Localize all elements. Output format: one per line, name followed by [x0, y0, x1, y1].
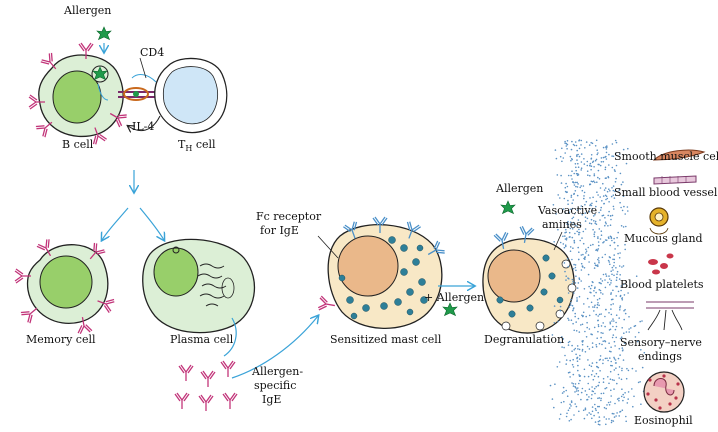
label-fc-receptor-1: Fc receptor	[256, 210, 322, 223]
label-sensory-1: Sensory–nerve	[620, 336, 702, 349]
b-cell	[28, 42, 129, 146]
th-cell	[154, 57, 228, 134]
label-allergen-specific-2: specific	[254, 379, 297, 392]
label-allergen-specific-1: Allergen-	[252, 365, 304, 378]
label-memory-cell: Memory cell	[26, 333, 96, 346]
label-small-vessel: Small blood vessel	[614, 186, 718, 199]
label-blood-platelets: Blood platelets	[620, 278, 704, 291]
label-th-cell: TH cell	[178, 138, 216, 154]
allergen-specific-ige	[174, 360, 238, 412]
label-vasoactive-1: Vasoactive	[538, 204, 598, 217]
sensitized-mast-cell	[327, 216, 447, 329]
eosinophil-icon	[643, 371, 685, 413]
label-allergen-specific-3: IgE	[262, 393, 282, 406]
label-allergen-degran: Allergen	[496, 182, 544, 195]
label-cd4: CD4	[140, 46, 165, 59]
blood-platelets-icon	[648, 253, 674, 275]
label-il4: IL-4	[132, 120, 155, 133]
small-vessel-icon	[653, 175, 697, 185]
label-sensitized-mast-cell: Sensitized mast cell	[330, 333, 442, 346]
allergen-degran-icon	[500, 200, 516, 214]
label-allergen-top: Allergen	[64, 4, 112, 17]
label-mucous-gland: Mucous gland	[624, 232, 703, 245]
plasma-cell	[142, 238, 256, 334]
mucous-gland-icon	[649, 207, 669, 235]
label-plasma-cell: Plasma cell	[170, 333, 234, 346]
memory-cell	[14, 237, 116, 335]
label-b-cell: B cell	[62, 138, 94, 151]
smooth-muscle-icon	[652, 149, 706, 161]
degranulating-mast-cell	[482, 225, 577, 334]
label-degranulation: Degranulation	[484, 333, 565, 346]
allergen-plus-icon	[442, 302, 458, 316]
allergen-top-icon	[96, 26, 112, 40]
label-eosinophil: Eosinophil	[634, 414, 693, 427]
cd4-complex	[118, 57, 160, 101]
sensory-nerve-icon	[646, 301, 694, 331]
label-fc-receptor-2: for IgE	[260, 224, 299, 237]
label-vasoactive-2: amines	[542, 218, 582, 231]
label-sensory-2: endings	[638, 350, 682, 363]
label-plus-allergen: + Allergen	[424, 291, 485, 304]
label-smooth-muscle: Smooth muscle cell	[614, 150, 718, 163]
amine-spray	[549, 139, 646, 426]
